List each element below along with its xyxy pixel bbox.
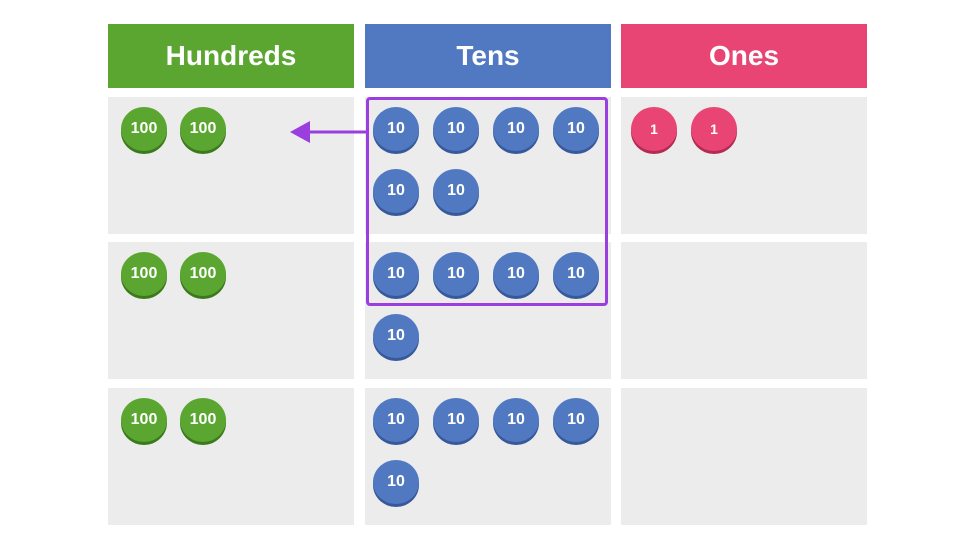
ten-counter: 10 (373, 107, 419, 151)
ten-counter: 10 (493, 107, 539, 151)
hundred-counter: 100 (121, 398, 167, 442)
ten-counter: 10 (373, 460, 419, 504)
ten-counter: 10 (553, 398, 599, 442)
ten-counter: 10 (433, 398, 479, 442)
hundred-counter: 100 (180, 398, 226, 442)
ten-counter: 10 (373, 314, 419, 358)
hundred-counter: 100 (180, 107, 226, 151)
hundred-counter: 100 (180, 252, 226, 296)
arrow-left-icon (290, 121, 366, 143)
ten-tens-highlight-box (366, 97, 608, 306)
ten-counter: 10 (553, 107, 599, 151)
header-tens: Tens (365, 24, 611, 88)
hundred-counter: 100 (121, 107, 167, 151)
cell-row2-ones (621, 242, 867, 379)
header-ones: Ones (621, 24, 867, 88)
one-counter: 1 (631, 107, 677, 151)
hundred-counter: 100 (121, 252, 167, 296)
header-hundreds: Hundreds (108, 24, 354, 88)
ten-counter: 10 (433, 252, 479, 296)
ten-counter: 10 (433, 169, 479, 213)
ten-counter: 10 (373, 252, 419, 296)
ten-counter: 10 (493, 252, 539, 296)
ten-counter: 10 (433, 107, 479, 151)
one-counter: 1 (691, 107, 737, 151)
cell-row3-ones (621, 388, 867, 525)
ten-counter: 10 (373, 398, 419, 442)
ten-counter: 10 (553, 252, 599, 296)
ten-counter: 10 (493, 398, 539, 442)
ten-counter: 10 (373, 169, 419, 213)
